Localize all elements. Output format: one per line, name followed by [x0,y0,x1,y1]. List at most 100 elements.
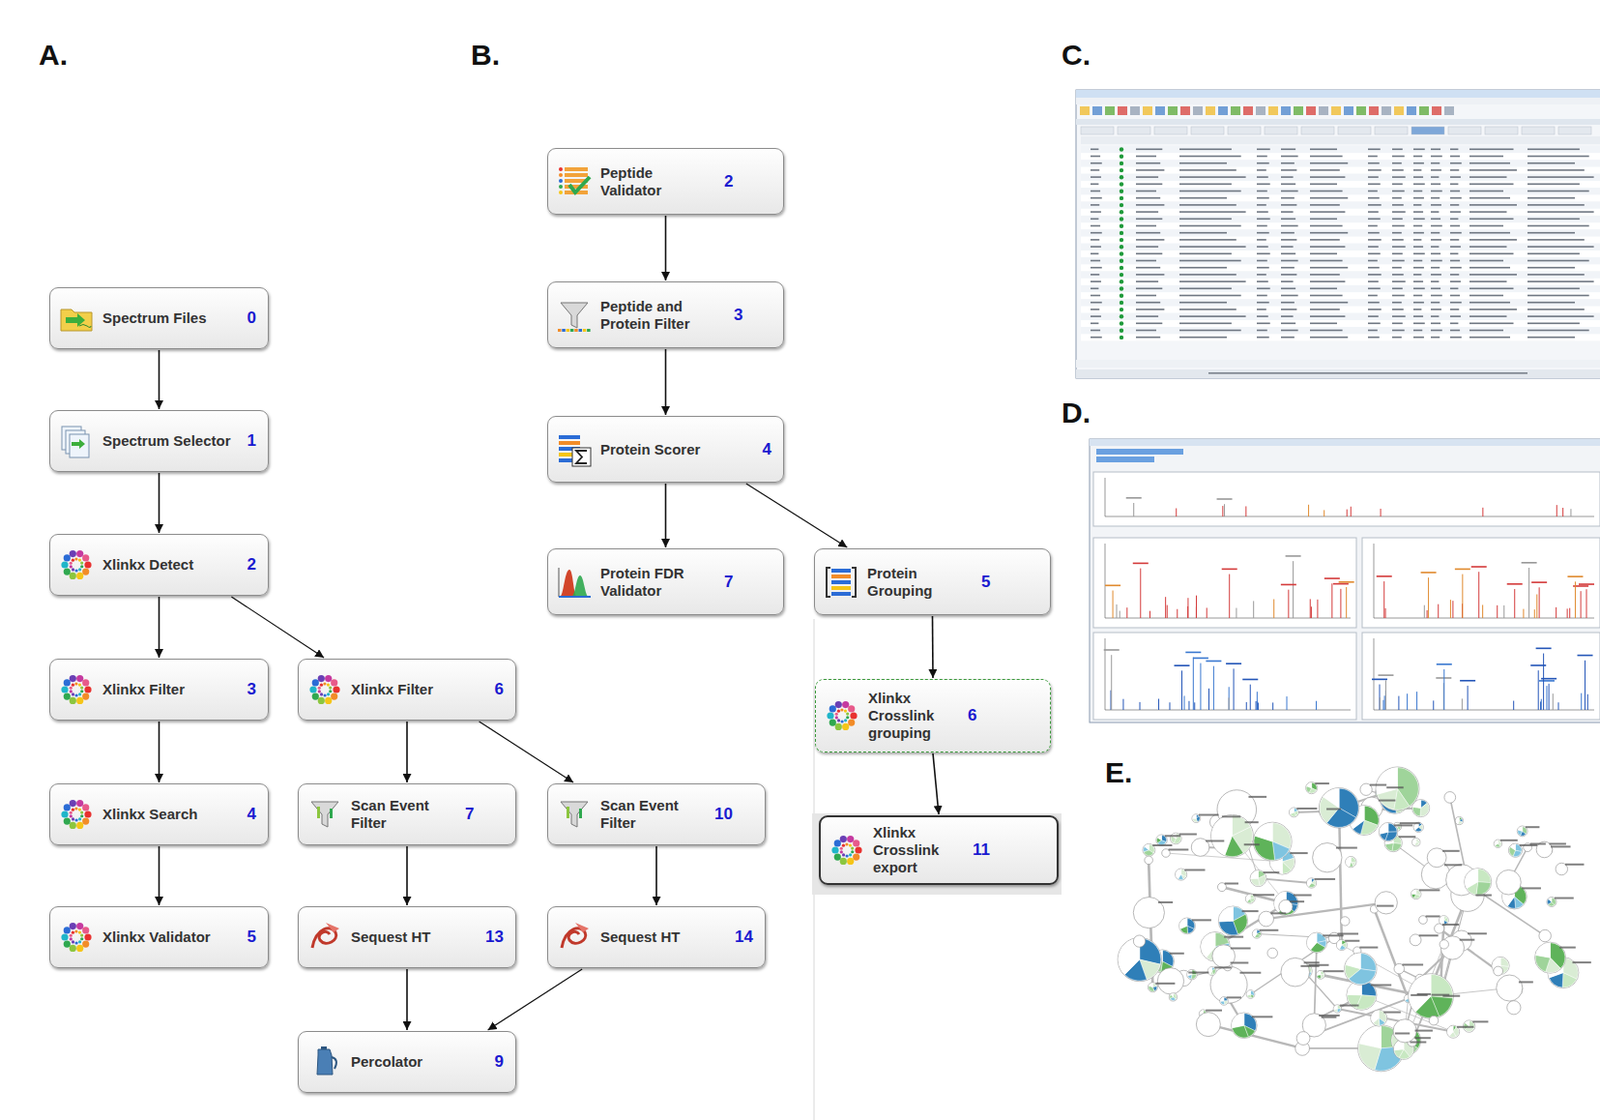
node-number: 6 [967,705,977,726]
tool-icon [58,670,95,708]
tool-icon [306,918,344,956]
flow-arrow [746,483,848,548]
process-box: Xlinkx Filter 6 [297,658,517,721]
flow-arrow [158,596,161,658]
process-box: Scan Event Filter 10 [547,783,766,845]
process-box: Sequest HT 14 [547,905,766,968]
tool-icon [555,431,593,468]
node-name: Protein FDR Validator [600,564,717,600]
process-box: Scan Event Filter 7 [297,783,517,845]
tool-icon [823,697,861,734]
process-box: Protein Grouping 5 [814,548,1051,615]
node-name: Percolator [350,1052,488,1071]
node-name: Spectrum Files [102,309,240,327]
flow-arrow [932,753,939,815]
node-name: Xlinkx Detect [102,555,240,574]
node-number: 4 [247,804,257,824]
flow-arrow [488,968,583,1030]
node-number: 1 [247,431,257,451]
node-name: Xlinkx Filter [102,680,240,699]
tool-icon [58,795,95,833]
node-number: 3 [733,305,743,325]
screenshot-spectra [1089,438,1600,723]
flow-arrow [158,472,161,533]
node-name: Xlinkx Search [102,805,240,823]
panel-label: E. [1105,756,1133,789]
node-name: Xlinkx Crosslink export [872,823,965,876]
process-box: Percolator 9 [297,1030,517,1093]
screenshot-table [1076,89,1600,379]
node-number: 5 [247,927,257,947]
process-box: Protein FDR Validator 7 [547,548,785,615]
highlight-ground [812,813,1062,895]
node-name: Xlinkx Validator [102,928,240,946]
flow-arrow [158,721,161,783]
node-name: Scan Event Filter [350,796,458,832]
process-box: Protein Scorer 4 [547,415,785,483]
panel-label: B. [470,38,500,72]
flow-arrow [158,845,161,905]
panel-label: C. [1061,38,1091,72]
node-name: Spectrum Selector [102,432,240,450]
node-name: Peptide Validator [600,164,717,200]
process-box: Xlinkx Crosslink export 11 [818,814,1059,885]
flow-arrow [231,596,324,658]
process-box: Sequest HT 13 [297,905,517,968]
flow-arrow [665,215,668,281]
flow-arrow [665,483,668,548]
flow-arrow [655,845,658,905]
node-number: 2 [724,172,733,192]
tool-icon [58,422,95,460]
tool-icon [306,795,344,833]
network-illustration [1117,766,1592,1072]
node-name: Sequest HT [600,928,728,946]
node-number: 13 [485,927,504,947]
node-name: Protein Grouping [867,564,974,600]
node-number: 14 [734,927,754,947]
process-box: Xlinkx Validator 5 [49,905,269,968]
tool-icon [306,1043,344,1080]
node-number: 0 [247,308,257,328]
node-number: 6 [494,679,504,699]
node-name: Protein Scorer [600,440,756,459]
node-number: 2 [247,554,257,575]
flow-arrow [406,968,408,1030]
node-number: 7 [724,572,733,592]
node-name: Scan Event Filter [600,796,707,832]
node-number: 4 [762,439,772,460]
node-number: 9 [494,1051,504,1072]
tool-icon [822,563,860,601]
tool-icon [555,563,593,601]
flow-arrow [158,349,161,409]
flow-arrow [931,615,934,678]
flow-arrow [479,721,575,783]
tool-icon [58,918,95,956]
tool-icon [58,299,95,337]
flow-arrow [406,721,408,783]
node-name: Xlinkx Filter [350,680,488,699]
tool-icon [58,546,95,583]
node-number: 7 [465,804,474,824]
node-name: Sequest HT [350,928,478,946]
panel-label: A. [38,38,68,72]
tool-icon [555,795,593,833]
node-number: 11 [972,840,990,860]
process-box: Spectrum Selector 1 [49,409,269,472]
node-number: 5 [981,572,990,592]
process-box: Peptide Validator 2 [547,147,785,215]
tool-icon [306,670,344,708]
tool-icon [555,163,593,201]
process-box: Xlinkx Detect 2 [49,533,269,596]
node-name: Peptide and Protein Filter [600,297,727,333]
process-box: Xlinkx Search 4 [49,783,269,845]
process-box: Peptide and Protein Filter 3 [547,281,785,349]
node-number: 3 [247,679,257,699]
node-name: Xlinkx Crosslink grouping [868,689,960,742]
panel-label: D. [1061,396,1091,430]
flow-arrow [665,349,668,415]
process-box: Spectrum Files 0 [49,287,269,350]
tool-icon [555,918,593,956]
node-number: 10 [714,804,733,824]
process-box: Xlinkx Crosslink grouping 6 [814,678,1051,753]
tool-icon [828,831,866,869]
